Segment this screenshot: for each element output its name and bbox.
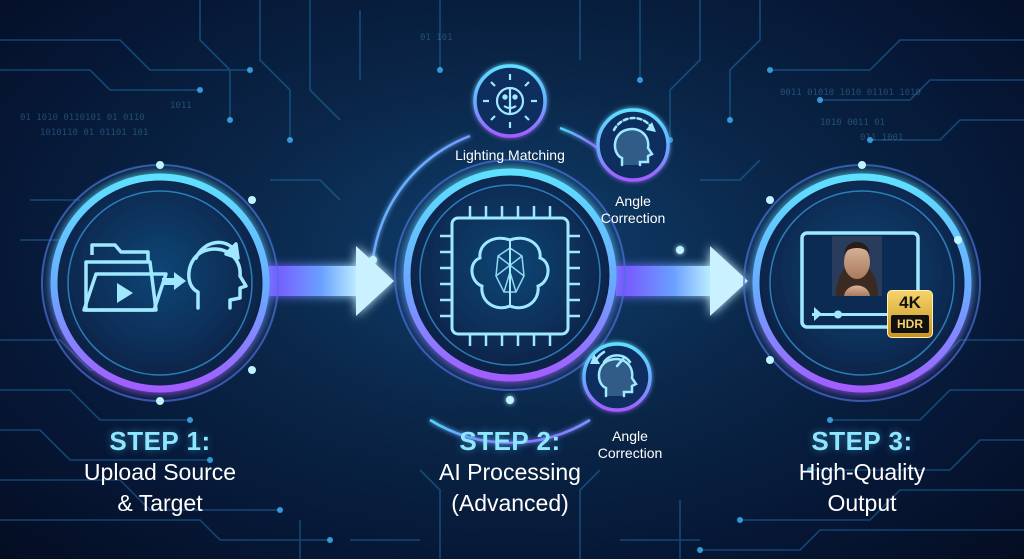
step1-node	[41, 161, 279, 405]
step3-title: STEP 3:	[811, 426, 913, 456]
angle-correction-top-line1: Angle	[615, 193, 651, 209]
svg-text:1010110 01 01101 101: 1010110 01 01101 101	[40, 128, 148, 138]
lighting-matching-bubble	[473, 64, 547, 138]
badge-hdr-text: HDR	[891, 315, 929, 333]
angle-correction-top-line2: Correction	[600, 210, 666, 226]
angle-correction-top-bubble	[596, 108, 670, 182]
step3-node	[743, 161, 981, 402]
4k-hdr-badge: 4K HDR	[887, 290, 933, 338]
angle-correction-bottom-line2: Correction	[597, 445, 663, 461]
svg-text:011 1001: 011 1001	[860, 133, 903, 143]
step1-title: STEP 1:	[109, 426, 211, 456]
step2-title: STEP 2:	[459, 426, 561, 456]
step3-line1: High-Quality	[798, 459, 926, 485]
step2-node	[394, 159, 626, 391]
svg-text:01 101: 01 101	[420, 33, 453, 43]
lighting-matching-label: Lighting Matching	[455, 147, 565, 163]
head-swap-icon	[187, 240, 248, 310]
svg-text:1010 0011 01: 1010 0011 01	[820, 118, 885, 128]
folder-play-icon	[82, 243, 168, 312]
svg-text:1011: 1011	[170, 101, 192, 111]
head-rotate-icon	[612, 116, 656, 167]
arc-nodes	[369, 246, 684, 404]
angle-correction-bottom-bubble	[582, 342, 652, 412]
arrow-icon	[162, 272, 186, 290]
binary-text-decor: 01 1010 0110101 01 0110 1010110 01 01101…	[20, 33, 921, 143]
step2-label: STEP 2: AI Processing (Advanced)	[410, 426, 610, 519]
head-gauge-icon	[590, 350, 638, 398]
step1-label: STEP 1: Upload Source & Target	[60, 426, 260, 519]
badge-4k-text: 4K	[899, 293, 921, 312]
step1-line1: Upload Source	[83, 459, 237, 485]
svg-text:0011 01010 1010 01101 1010: 0011 01010 1010 01101 1010	[780, 88, 921, 98]
angle-correction-bottom-label: Angle Correction	[585, 428, 675, 462]
angle-correction-top-label: Angle Correction	[588, 193, 678, 227]
step3-label: STEP 3: High-Quality Output	[762, 426, 962, 519]
svg-text:01 1010 0110101 01 0110: 01 1010 0110101 01 0110	[20, 113, 145, 123]
step3-line2: Output	[827, 490, 897, 516]
ai-brain-chip-icon	[440, 206, 580, 346]
sun-face-icon	[483, 74, 537, 128]
step2-line2: (Advanced)	[451, 490, 569, 516]
arrow-step1-to-step2	[266, 246, 394, 316]
step1-line2: & Target	[117, 490, 203, 516]
step2-line1: AI Processing	[439, 459, 581, 485]
angle-correction-bottom-line1: Angle	[612, 428, 648, 444]
arrow-step2-to-step3	[616, 246, 748, 316]
face-portrait-icon	[832, 236, 882, 296]
